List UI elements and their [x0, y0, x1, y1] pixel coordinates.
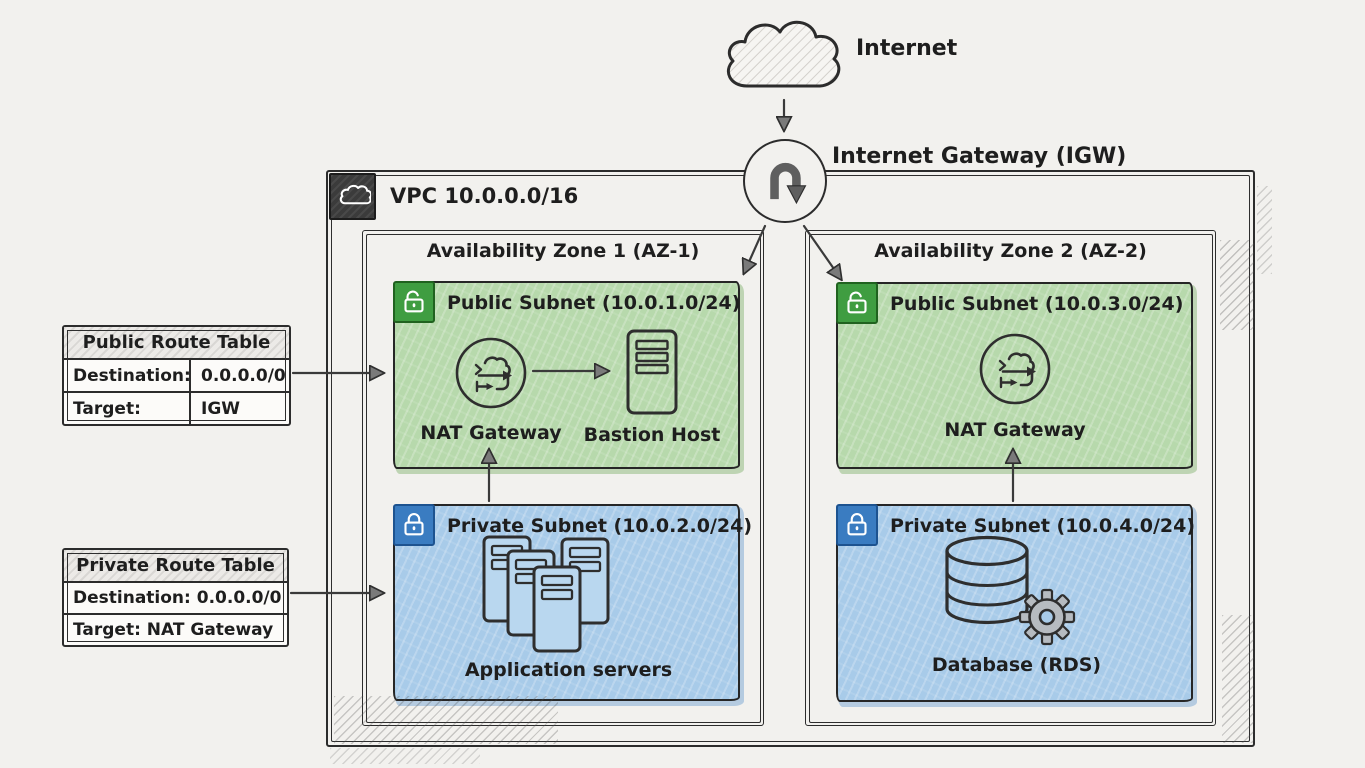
nat-gateway-icon — [451, 333, 531, 413]
application-servers-icon — [472, 535, 622, 653]
route-row: Destination: 0.0.0.0/0 — [64, 360, 289, 391]
application-servers-label: Application servers — [464, 659, 673, 681]
route-label: Target: — [73, 393, 191, 424]
private-subnet-az2: Private Subnet (10.0.4.0/24) — [836, 504, 1196, 702]
nat-gateway-label: NAT Gateway — [944, 419, 1086, 441]
public-route-table: Public Route Table Destination: 0.0.0.0/… — [62, 325, 291, 426]
route-row: Destination: 0.0.0.0/0 — [64, 583, 287, 613]
az2-label: Availability Zone 2 (AZ-2) — [874, 240, 1147, 262]
route-row: Target: IGW — [64, 391, 289, 424]
route-table-title: Public Route Table — [64, 327, 289, 360]
public-subnet-az1: Public Subnet (10.0.1.0/24) NAT Gateway … — [393, 281, 740, 469]
az1-box — [362, 230, 764, 726]
pencil-hatch — [330, 748, 480, 764]
route-table-title: Private Route Table — [64, 550, 287, 583]
private-route-table: Private Route Table Destination: 0.0.0.0… — [62, 548, 289, 647]
route-text: Target: NAT Gateway — [73, 620, 274, 640]
unlocked-padlock-icon — [836, 282, 878, 324]
route-value: 0.0.0.0/0 — [201, 365, 286, 386]
internet-gateway-icon — [743, 139, 827, 223]
unlocked-padlock-icon — [393, 281, 435, 323]
nat-gateway-label: NAT Gateway — [420, 422, 562, 444]
public-subnet-az2: Public Subnet (10.0.3.0/24) NAT Gateway — [836, 282, 1193, 469]
subnet-title: Private Subnet (10.0.4.0/24) — [890, 515, 1196, 537]
locked-padlock-icon — [836, 504, 878, 546]
subnet-title: Public Subnet (10.0.3.0/24) — [890, 293, 1184, 315]
private-subnet-az1: Private Subnet (10.0.2.0/24) Application… — [393, 504, 752, 701]
locked-padlock-icon — [393, 504, 435, 546]
internet-gateway-label: Internet Gateway (IGW) — [832, 144, 1127, 169]
route-row: Target: NAT Gateway — [64, 613, 287, 645]
vpc-label: VPC 10.0.0.0/16 — [390, 184, 579, 208]
route-label: Destination: — [73, 360, 191, 391]
subnet-title: Private Subnet (10.0.2.0/24) — [447, 515, 753, 537]
bastion-host-icon — [625, 328, 679, 416]
subnet-title: Public Subnet (10.0.1.0/24) — [447, 292, 741, 314]
nat-gateway-icon — [975, 329, 1055, 409]
route-value: IGW — [201, 398, 241, 419]
database-icon — [935, 532, 1085, 647]
route-text: Destination: 0.0.0.0/0 — [73, 588, 282, 608]
bastion-host-label: Bastion Host — [583, 424, 721, 446]
internet-label: Internet — [856, 36, 958, 61]
database-label: Database (RDS) — [931, 654, 1102, 676]
gear-icon — [1018, 588, 1076, 646]
vpc-cloud-icon — [329, 173, 376, 220]
pencil-hatch — [1257, 186, 1272, 274]
internet-cloud-icon — [714, 8, 852, 100]
az2-box — [805, 230, 1216, 726]
az1-label: Availability Zone 1 (AZ-1) — [426, 240, 700, 262]
